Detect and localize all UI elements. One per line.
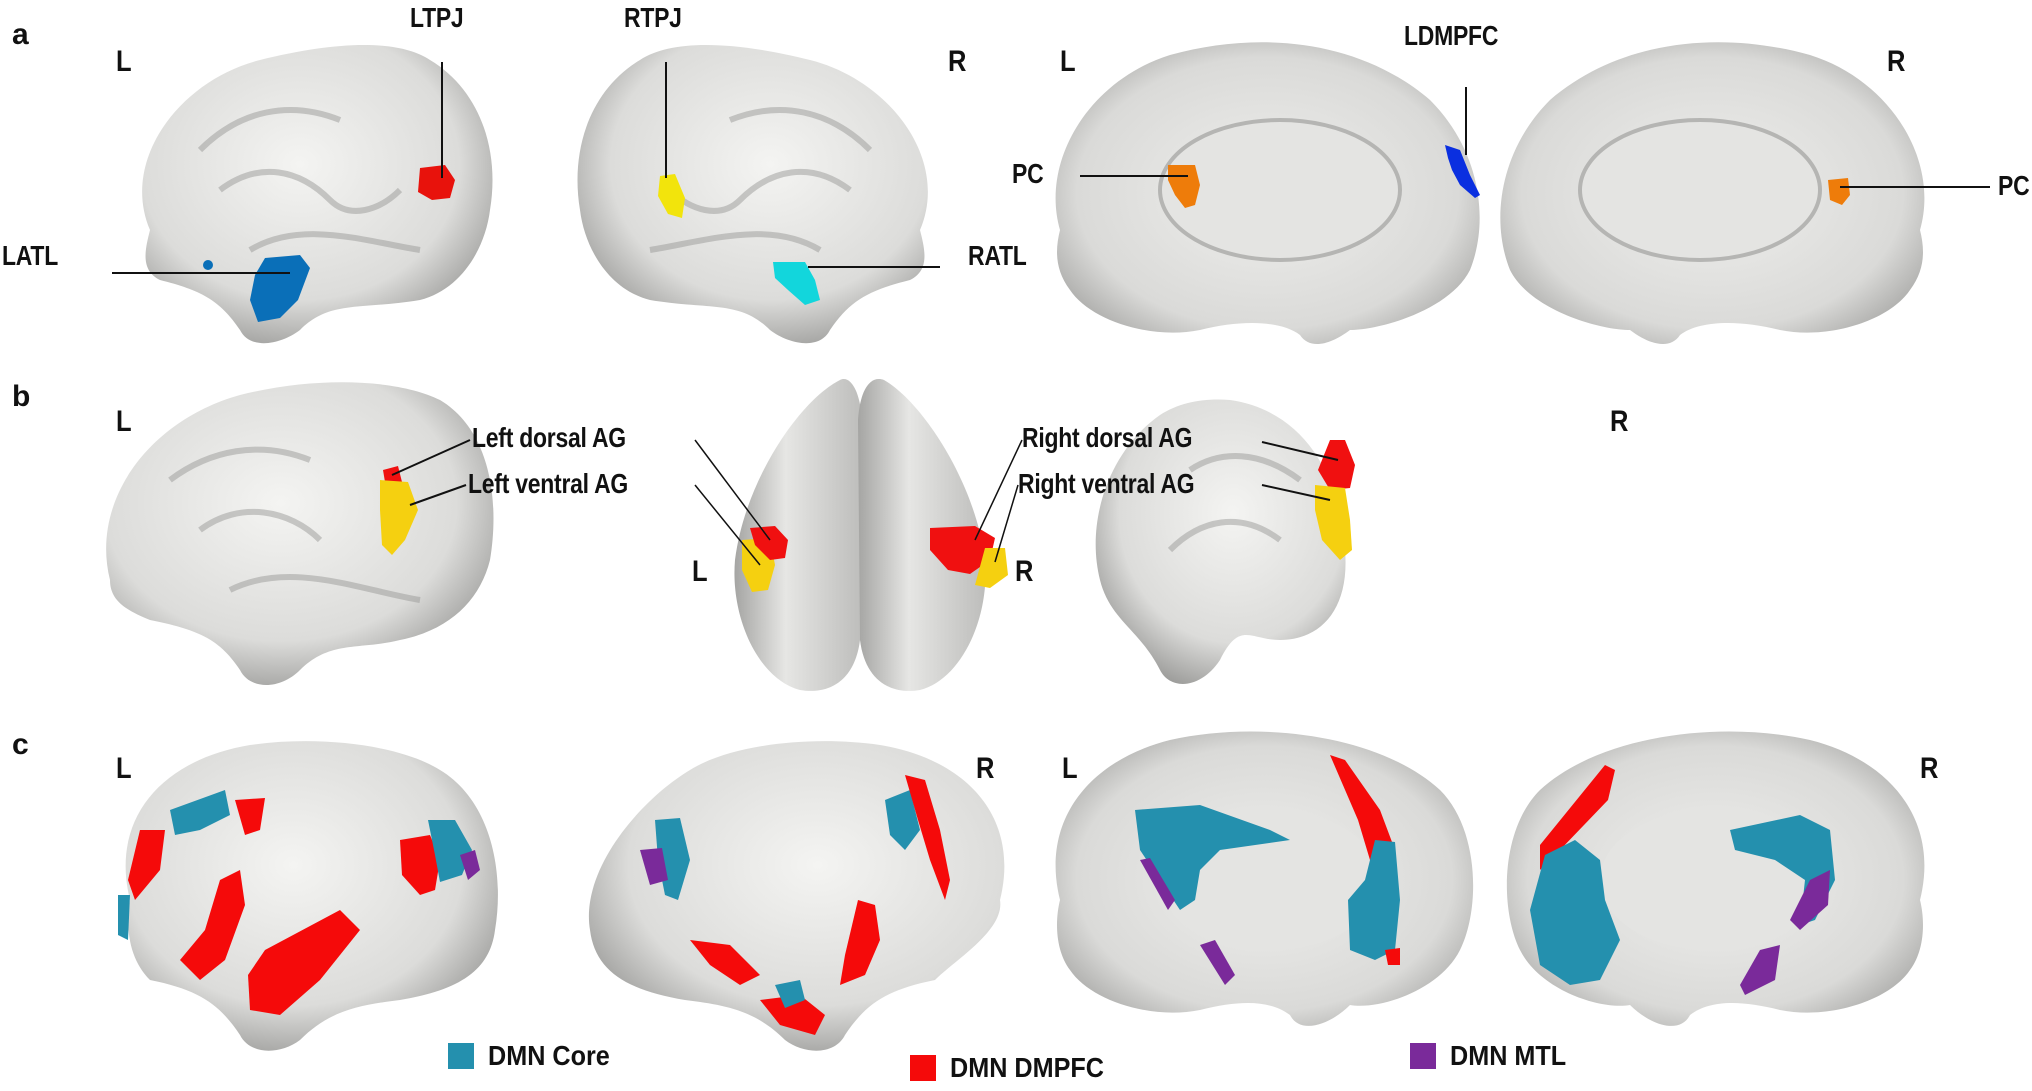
roi-mtl (640, 848, 668, 885)
roi-core (885, 790, 920, 850)
panel-label-a: a (12, 18, 29, 51)
leader-left-ventral-ag-2 (694, 484, 761, 566)
hemisphere-label-a-left-medial: L (1060, 45, 1076, 78)
roi-dorsal-left-dorsal (750, 526, 788, 560)
roi-dmpfc (1540, 765, 1615, 870)
roi-label-latl: LATL (2, 240, 58, 271)
legend-swatch-dmn-core (448, 1043, 474, 1069)
roi-dmpfc (180, 870, 245, 980)
roi-dmpfc (400, 835, 440, 895)
roi-dorsal-right-ventral (975, 548, 1008, 588)
legend-swatch-dmn-mtl (1410, 1043, 1436, 1069)
roi-left-ventral-ag (380, 480, 418, 555)
brain-b-dorsal (734, 379, 986, 691)
legend-item-dmn-mtl: DMN MTL (1410, 1040, 1579, 1072)
leader-left-dorsal-ag-2 (694, 439, 771, 541)
legend-swatch-dmn-dmpfc (910, 1055, 936, 1081)
roi-mtl (1200, 940, 1235, 985)
roi-dmpfc (248, 910, 360, 1015)
leader-right-ventral-ag-2 (994, 484, 1019, 563)
roi-ldmpfc (1445, 145, 1480, 198)
roi-latl-small (203, 260, 213, 270)
roi-dmpfc (1385, 948, 1400, 965)
roi-mtl (1790, 870, 1830, 930)
roi-ltpj (418, 165, 455, 200)
roi-core (1135, 805, 1290, 910)
panel-label-c: c (12, 728, 29, 761)
roi-dorsal-right-dorsal (930, 526, 995, 574)
hemisphere-label-b-dorsal-left: L (692, 555, 708, 588)
brain-b-left-lateral (106, 382, 494, 685)
roi-label-right-ventral-ag: Right ventral AG (1018, 468, 1195, 499)
legend-label-dmn-core: DMN Core (488, 1040, 610, 1071)
roi-label-left-dorsal-ag: Left dorsal AG (472, 422, 626, 453)
roi-mtl (1140, 858, 1175, 910)
roi-core (118, 895, 130, 940)
roi-mtl (1740, 945, 1780, 995)
rois-c-left-lateral (118, 790, 480, 1015)
legend-label-dmn-mtl: DMN MTL (1450, 1040, 1567, 1071)
leader-left-ventral-ag (409, 484, 467, 506)
hemisphere-label-a-right-medial: R (1887, 45, 1906, 78)
roi-right-dorsal-ag (1318, 440, 1355, 490)
roi-dmpfc (840, 900, 880, 985)
roi-latl (250, 255, 310, 322)
rois-c-left-medial (1135, 755, 1400, 985)
roi-pc-right (1828, 178, 1850, 205)
legend-item-dmn-core: DMN Core (448, 1040, 623, 1072)
roi-label-right-dorsal-ag: Right dorsal AG (1022, 422, 1193, 453)
roi-label-pc-right: PC (1998, 170, 2030, 201)
leader-right-dorsal-ag-2 (974, 439, 1023, 541)
roi-label-ratl: RATL (968, 240, 1027, 271)
roi-dmpfc (760, 995, 825, 1035)
roi-rtpj (658, 174, 685, 218)
roi-ratl (773, 262, 820, 305)
hemisphere-label-b-dorsal-right: R (1015, 555, 1034, 588)
hemisphere-label-a-left-lateral: L (116, 45, 132, 78)
leader-left-dorsal-ag (391, 439, 471, 476)
panel-label-b: b (12, 380, 31, 413)
legend-item-dmn-dmpfc: DMN DMPFC (910, 1052, 1121, 1084)
rois-c-right-lateral (640, 775, 950, 1035)
brain-c-left-lateral (125, 741, 498, 1051)
leader-right-dorsal-ag (1261, 441, 1339, 461)
roi-dmpfc (690, 940, 760, 985)
brain-a-left-lateral (142, 45, 493, 344)
leader-right-ventral-ag (1261, 484, 1331, 501)
roi-core (170, 790, 230, 835)
roi-core (1348, 840, 1400, 960)
hemisphere-label-b-right-lateral: R (1610, 405, 1629, 438)
hemisphere-label-a-right-lateral: R (948, 45, 967, 78)
roi-right-ventral-ag (1315, 485, 1352, 560)
roi-mtl (460, 850, 480, 880)
roi-label-pc-left: PC (1012, 158, 1044, 189)
hemisphere-label-c-left-medial: L (1062, 752, 1078, 785)
roi-core (775, 980, 805, 1008)
brain-a-right-lateral (577, 45, 928, 344)
brain-a-left-medial (1055, 42, 1480, 345)
roi-dmpfc (905, 775, 950, 900)
hemisphere-label-c-left-lateral: L (116, 752, 132, 785)
rois-c-right-medial (1530, 765, 1835, 995)
brain-b-right-lateral (1095, 399, 1346, 684)
roi-label-left-ventral-ag: Left ventral AG (468, 468, 629, 499)
hemisphere-label-b-left-lateral: L (116, 405, 132, 438)
roi-dmpfc (128, 830, 165, 900)
hemisphere-label-c-right-medial: R (1920, 752, 1939, 785)
roi-label-ldmpfc: LDMPFC (1404, 20, 1499, 51)
brain-a-right-medial (1500, 42, 1925, 345)
roi-label-rtpj: RTPJ (624, 2, 682, 33)
brain-c-left-medial (1055, 731, 1474, 1026)
roi-dmpfc (235, 798, 265, 835)
roi-core (428, 820, 472, 882)
roi-label-ltpj: LTPJ (410, 2, 464, 33)
roi-core (1530, 840, 1620, 985)
legend-label-dmn-dmpfc: DMN DMPFC (950, 1052, 1104, 1083)
hemisphere-label-c-right-lateral: R (976, 752, 995, 785)
